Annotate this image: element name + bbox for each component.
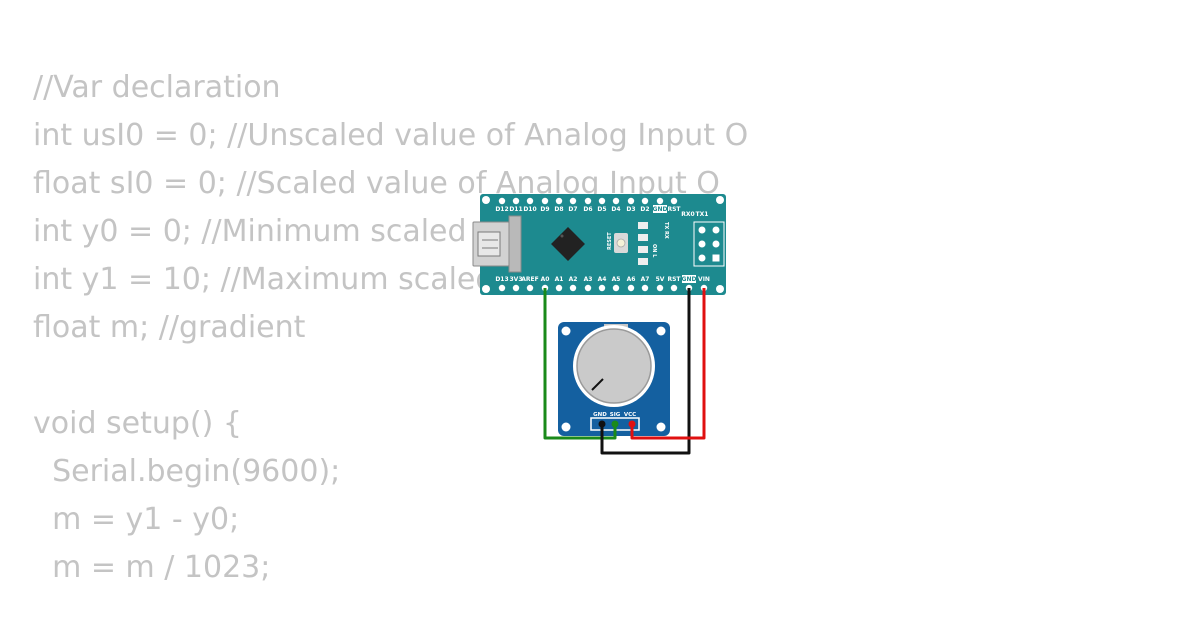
mounting-hole xyxy=(716,285,724,293)
pin-label: D12 xyxy=(495,206,508,213)
pin-label: A6 xyxy=(627,276,636,283)
microcontroller-chip xyxy=(551,227,585,261)
status-leds xyxy=(638,222,648,265)
pin-label: A5 xyxy=(612,276,621,283)
reset-button[interactable] xyxy=(614,233,628,253)
pin-hole[interactable] xyxy=(541,197,549,205)
pin-label: A2 xyxy=(569,276,578,283)
board-pcb xyxy=(480,194,726,295)
pin-label: A3 xyxy=(584,276,593,283)
pin-hole[interactable] xyxy=(670,284,678,292)
pin-hole[interactable] xyxy=(627,284,635,292)
signal-wire[interactable] xyxy=(543,288,617,440)
pin-hole[interactable] xyxy=(512,284,520,292)
pin-label-highlight xyxy=(653,205,667,213)
pin-hole[interactable] xyxy=(656,197,664,205)
pot-pin-gnd xyxy=(598,420,606,428)
code-line: Serial.begin(9600); xyxy=(33,454,341,489)
icsp-header xyxy=(693,221,725,267)
pin-label: D8 xyxy=(554,206,563,213)
pin-label: GND xyxy=(682,276,697,283)
pin-label: RST xyxy=(667,206,681,213)
pin-label: D5 xyxy=(597,206,606,213)
pin-label: D6 xyxy=(583,206,592,213)
pin-label: D10 xyxy=(523,206,536,213)
code-line: m = m / 1023; xyxy=(33,550,271,585)
pot-pin-sig xyxy=(611,420,619,428)
pin-hole[interactable] xyxy=(598,284,606,292)
pin-hole[interactable] xyxy=(627,197,635,205)
pin-label: AREF xyxy=(521,276,538,283)
pin-label: 3V3 xyxy=(510,276,523,283)
pin-hole[interactable] xyxy=(641,284,649,292)
ground-wire[interactable] xyxy=(600,288,691,455)
pin-hole[interactable] xyxy=(498,284,506,292)
mounting-hole xyxy=(656,326,666,336)
pot-knob-indicator xyxy=(591,378,604,391)
pin-label: 5V xyxy=(656,276,665,283)
pin-label: D13 xyxy=(495,276,508,283)
pot-pin-vcc xyxy=(628,420,636,428)
pin-hole[interactable] xyxy=(569,284,577,292)
pin-hole[interactable] xyxy=(612,197,620,205)
pin-label: D11 xyxy=(509,206,522,213)
mounting-hole xyxy=(482,196,490,204)
pot-knob[interactable] xyxy=(576,328,652,404)
pin-hole[interactable] xyxy=(526,197,534,205)
pin-label: A0 xyxy=(541,276,550,283)
pin-label: TX1 xyxy=(696,211,709,218)
pin-label: D7 xyxy=(568,206,577,213)
reset-label: RESET xyxy=(607,232,613,250)
code-line: m = y1 - y0; xyxy=(33,502,240,537)
code-line: void setup() { xyxy=(33,406,242,441)
code-line: int usI0 = 0; //Unscaled value of Analog… xyxy=(33,118,749,153)
led-label-tx-rx: TX RX xyxy=(663,222,669,239)
pin-hole[interactable] xyxy=(584,197,592,205)
pin-label: RST xyxy=(667,276,681,283)
mounting-hole xyxy=(561,326,571,336)
pin-label: D3 xyxy=(626,206,635,213)
code-line: //Var declaration xyxy=(33,70,281,105)
pin-label: A7 xyxy=(641,276,650,283)
pot-pin-label-gnd: GND xyxy=(593,412,607,418)
pin-label: RX0 xyxy=(681,211,694,218)
pin-label: GND xyxy=(653,206,668,213)
pin-hole[interactable] xyxy=(569,197,577,205)
pot-pin-label-vcc: VCC xyxy=(624,412,636,418)
pin-label: D9 xyxy=(540,206,549,213)
potentiometer-module[interactable]: GND SIG VCC xyxy=(558,322,670,436)
pin-hole[interactable] xyxy=(598,197,606,205)
code-line: float m; //gradient xyxy=(33,310,306,345)
pin-hole[interactable] xyxy=(555,284,563,292)
pin-label: A1 xyxy=(555,276,564,283)
pin-hole[interactable] xyxy=(555,197,563,205)
usb-connector xyxy=(472,215,522,273)
pot-pin-label-sig: SIG xyxy=(610,412,621,418)
pin-hole[interactable] xyxy=(656,284,664,292)
code-line: float sI0 = 0; //Scaled value of Analog … xyxy=(33,166,720,201)
wires xyxy=(543,288,706,455)
mounting-hole xyxy=(482,285,490,293)
mounting-hole xyxy=(716,196,724,204)
pin-label: D4 xyxy=(611,206,620,213)
pin-label: A4 xyxy=(598,276,607,283)
mounting-hole xyxy=(561,422,571,432)
power-wire[interactable] xyxy=(630,288,706,440)
pin-hole[interactable] xyxy=(670,197,678,205)
pin-label-highlight xyxy=(682,275,696,283)
pin-hole[interactable] xyxy=(584,284,592,292)
led-label-on-l: ON L xyxy=(651,244,657,258)
pin-label: VIN xyxy=(698,276,710,283)
pin-hole[interactable] xyxy=(498,197,506,205)
pin-hole[interactable] xyxy=(512,197,520,205)
pin-hole[interactable] xyxy=(612,284,620,292)
pin-hole[interactable] xyxy=(641,197,649,205)
pin-label: D2 xyxy=(640,206,649,213)
pin-hole[interactable] xyxy=(526,284,534,292)
mounting-hole xyxy=(656,422,666,432)
